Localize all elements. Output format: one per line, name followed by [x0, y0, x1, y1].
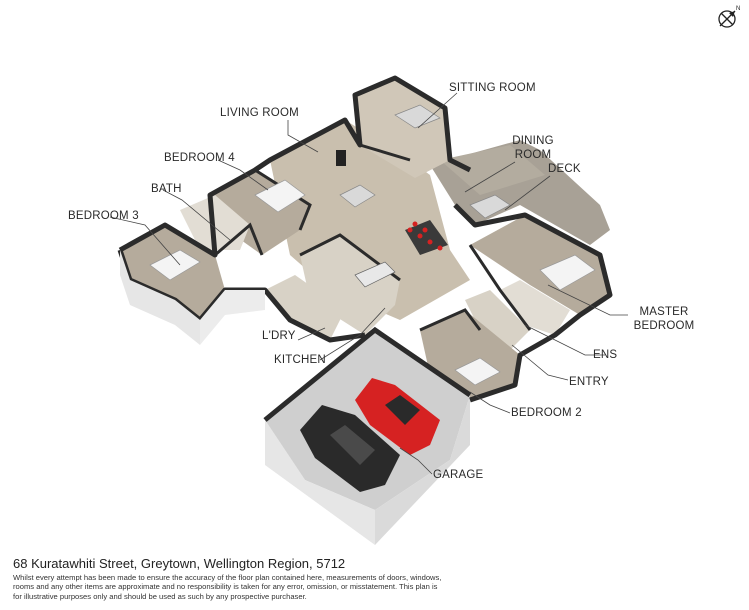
label-deck: DECK	[548, 163, 581, 175]
label-dining-room-line1: DINING	[512, 135, 554, 147]
interior-walls	[214, 143, 532, 332]
label-living-room: LIVING ROOM	[220, 107, 299, 119]
label-bedroom-2: BEDROOM 2	[511, 407, 582, 419]
label-master-bedroom-line1: MASTER	[639, 306, 689, 318]
master-floor	[470, 215, 610, 315]
label-kitchen: KITCHEN	[274, 354, 326, 366]
garage-wall-right	[375, 395, 470, 545]
furniture	[149, 104, 596, 386]
label-dining-room-line2: ROOM	[514, 149, 552, 161]
garage-wall-left	[265, 420, 375, 545]
leader-lines	[109, 92, 628, 475]
entry-floor	[465, 290, 530, 350]
bath-floor	[180, 195, 250, 250]
label-garage: GARAGE	[433, 469, 484, 481]
sitting-room-floor	[355, 78, 450, 178]
compass-letter: N	[736, 6, 740, 12]
label-laundry: L'DRY	[262, 330, 296, 342]
label-ensuite: ENS	[593, 349, 618, 361]
floor-plan-3d	[109, 75, 628, 545]
disclaimer-text: Whilst every attempt has been made to en…	[13, 573, 442, 601]
outer-walls-east	[453, 203, 613, 403]
red-car	[355, 378, 440, 455]
label-master-bedroom-line2: BEDROOM	[633, 320, 695, 332]
label-sitting-room: SITTING ROOM	[449, 82, 536, 94]
label-bedroom-3: BEDROOM 3	[68, 210, 139, 222]
laundry-floor	[265, 275, 345, 340]
black-car	[300, 405, 400, 492]
wall-face-west	[120, 250, 200, 345]
north-arrow-icon: N	[718, 6, 740, 28]
deck-slats	[440, 145, 545, 195]
kitchen-floor	[300, 235, 400, 335]
label-entry: ENTRY	[569, 376, 609, 388]
label-bath: BATH	[151, 183, 182, 195]
label-bedroom-4: BEDROOM 4	[164, 152, 235, 164]
property-address: 68 Kuratawhiti Street, Greytown, Welling…	[13, 556, 346, 571]
wall-face-south	[200, 290, 265, 345]
garage-wall-top	[263, 326, 472, 422]
ensuite-floor	[500, 280, 570, 335]
